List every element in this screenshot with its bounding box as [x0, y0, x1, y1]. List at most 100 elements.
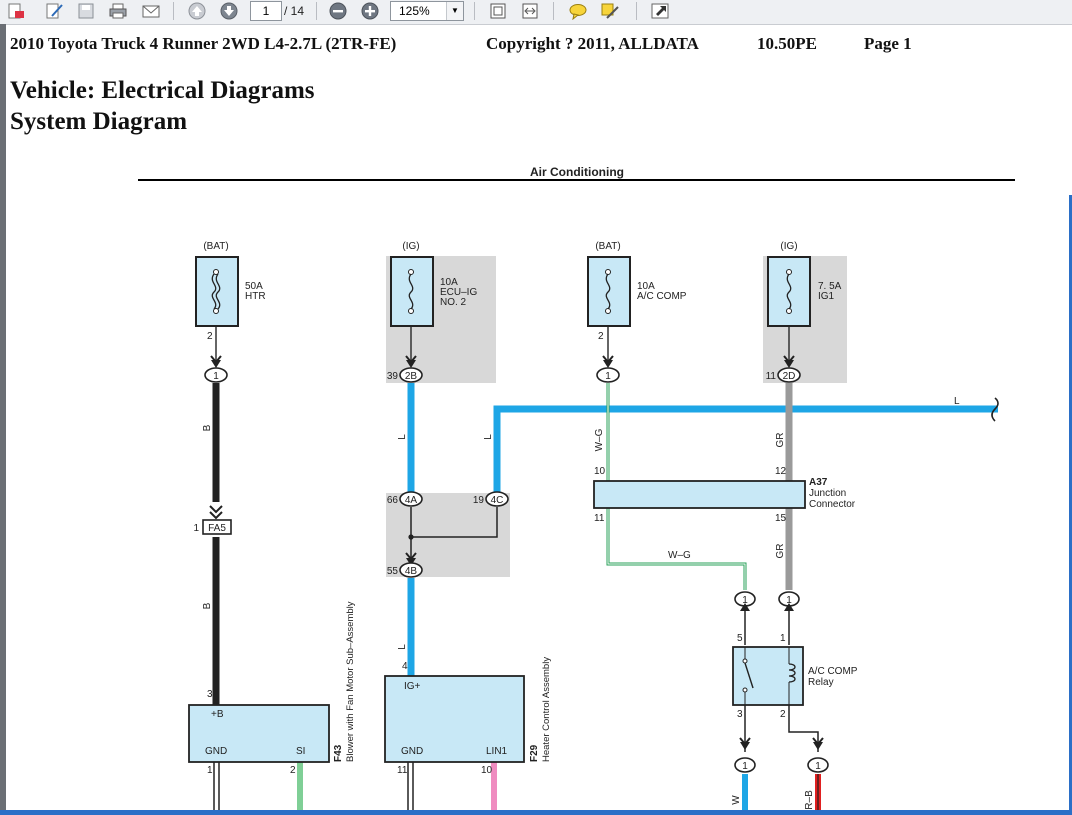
- svg-text:1: 1: [815, 761, 821, 772]
- svg-text:4A: 4A: [405, 495, 418, 506]
- svg-text:B: B: [202, 424, 213, 431]
- relay-connectors: 1 1 1 1: [734, 591, 829, 773]
- fit-page-icon: [490, 3, 506, 19]
- svg-text:GND: GND: [401, 746, 423, 757]
- create-pdf-icon: [8, 3, 24, 19]
- fuse-ig1: (IG) 7. 5A IG1: [767, 241, 842, 327]
- expand-button[interactable]: [646, 0, 674, 22]
- fit-width-button[interactable]: [516, 0, 544, 22]
- svg-text:4C: 4C: [491, 495, 504, 506]
- svg-text:Heater Control Assembly: Heater Control Assembly: [541, 657, 552, 762]
- plus-icon: [361, 2, 379, 20]
- pdf-toolbar: 1 / 14 125% ▼: [0, 0, 1072, 25]
- splice-point: [408, 534, 414, 540]
- svg-text:W–G: W–G: [668, 550, 691, 561]
- wire-l-main: [493, 405, 998, 492]
- header-vehicle: 2010 Toyota Truck 4 Runner 2WD L4-2.7L (…: [10, 34, 397, 53]
- svg-text:1: 1: [605, 371, 611, 382]
- svg-text:NO. 2: NO. 2: [440, 297, 467, 308]
- svg-text:L: L: [397, 434, 408, 440]
- svg-text:Relay: Relay: [808, 677, 834, 688]
- page-subtitle: System Diagram: [10, 108, 188, 135]
- previous-page-button[interactable]: [184, 0, 210, 22]
- svg-text:ECU–IG: ECU–IG: [440, 287, 477, 298]
- svg-text:SI: SI: [296, 746, 305, 757]
- speech-bubble-icon: [569, 4, 587, 20]
- svg-text:W–G: W–G: [594, 428, 605, 451]
- svg-text:A/C COMP: A/C COMP: [637, 291, 687, 302]
- chevron-down-icon: ▼: [446, 2, 463, 20]
- print-button[interactable]: [104, 0, 132, 22]
- svg-text:19: 19: [473, 495, 485, 506]
- svg-text:11: 11: [594, 513, 605, 524]
- svg-text:2D: 2D: [783, 371, 796, 382]
- header-copyright: Copyright ? 2011, ALLDATA: [486, 34, 699, 53]
- svg-text:1: 1: [193, 523, 199, 534]
- wire-color-labels: B B L L L L W–G W–G GR GR W R–B: [202, 396, 960, 810]
- svg-text:GR: GR: [775, 433, 786, 448]
- svg-text:11: 11: [397, 765, 408, 776]
- arrow-down-icon: [220, 2, 238, 20]
- svg-text:1: 1: [742, 761, 748, 772]
- svg-text:2: 2: [207, 331, 213, 342]
- edit-icon: [46, 3, 63, 19]
- scrollbar[interactable]: [1069, 195, 1072, 815]
- svg-text:HTR: HTR: [245, 291, 266, 302]
- zoom-select[interactable]: 125% ▼: [390, 1, 464, 21]
- zoom-in-button[interactable]: [358, 0, 382, 22]
- svg-text:50A: 50A: [245, 281, 263, 292]
- header-page: Page 1: [864, 34, 912, 53]
- svg-text:W: W: [731, 795, 742, 805]
- svg-text:11: 11: [766, 371, 777, 382]
- svg-text:R–B: R–B: [804, 790, 815, 810]
- expand-arrow-icon: [651, 3, 669, 19]
- svg-text:66: 66: [387, 495, 399, 506]
- next-page-button[interactable]: [216, 0, 242, 22]
- svg-text:GR: GR: [775, 544, 786, 559]
- svg-text:1: 1: [786, 595, 792, 606]
- svg-text:A37: A37: [809, 477, 828, 488]
- zoom-out-button[interactable]: [326, 0, 350, 22]
- svg-text:F29: F29: [529, 744, 540, 762]
- highlight-button[interactable]: [596, 0, 624, 22]
- svg-text:1: 1: [742, 595, 748, 606]
- svg-text:10: 10: [594, 466, 606, 477]
- svg-text:5: 5: [737, 633, 743, 644]
- page-title: Vehicle: Electrical Diagrams: [10, 77, 315, 104]
- svg-text:55: 55: [387, 566, 399, 577]
- fit-page-button[interactable]: [484, 0, 512, 22]
- junction-connector-a37: 10 11 12 15 A37 Junction Connector: [593, 466, 856, 524]
- svg-text:15: 15: [775, 513, 787, 524]
- svg-text:12: 12: [775, 466, 787, 477]
- svg-text:Connector: Connector: [809, 499, 856, 510]
- svg-text:4: 4: [402, 661, 408, 672]
- connector-ovals: 1 39 2B 1 11 2D 66 4A 19 4C 55 4B 1 FA5: [193, 367, 801, 578]
- svg-text:Blower with Fan Motor Sub–Asse: Blower with Fan Motor Sub–Assembly: [345, 601, 356, 762]
- svg-text:LIN1: LIN1: [486, 746, 508, 757]
- svg-text:1: 1: [213, 371, 219, 382]
- left-panel-edge: [0, 24, 6, 815]
- svg-text:10A: 10A: [637, 281, 655, 292]
- svg-text:4B: 4B: [405, 566, 418, 577]
- svg-text:3: 3: [737, 709, 743, 720]
- status-bar: [0, 810, 1072, 815]
- wire: [411, 507, 498, 538]
- svg-text:10: 10: [481, 765, 493, 776]
- arrow-up-icon: [188, 2, 206, 20]
- comment-button[interactable]: [564, 0, 592, 22]
- svg-text:+B: +B: [211, 709, 224, 720]
- printer-icon: [109, 3, 127, 19]
- svg-text:1: 1: [207, 765, 213, 776]
- fuse-htr: (BAT) 50A HTR 2: [195, 241, 266, 342]
- create-pdf-button[interactable]: [2, 0, 30, 22]
- svg-text:(IG): (IG): [402, 241, 419, 252]
- email-button[interactable]: [137, 0, 165, 22]
- svg-text:39: 39: [387, 371, 399, 382]
- save-button[interactable]: [72, 0, 100, 22]
- edit-button[interactable]: [40, 0, 68, 22]
- page-number-input[interactable]: 1: [250, 1, 282, 21]
- svg-text:2: 2: [598, 331, 604, 342]
- wire-wg: [606, 508, 747, 590]
- svg-text:Junction: Junction: [809, 488, 846, 499]
